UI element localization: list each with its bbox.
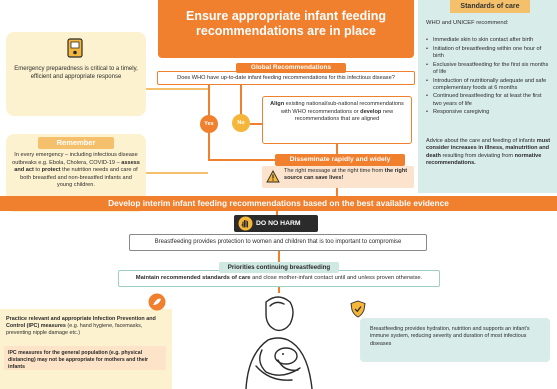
phone-book-icon [67,38,83,58]
advice-emph: normative recommendations. [426,152,542,167]
benefit-text: Breastfeeding provides hydration, nutrit… [370,326,530,347]
ipc-warning-text: IPC measures for the general population … [8,350,149,370]
connector-line [208,84,210,115]
priorities-label: Priorities continuing breastfeeding [219,262,339,273]
disseminate-emph: the right source can save lives! [284,168,408,182]
preparedness-text: Emergency preparedness is critical to a … [14,66,138,80]
develop-title: Develop interim infant feeding recommend… [108,198,449,208]
list-item: Responsive caregiving [426,109,550,116]
connector-line [278,251,280,262]
yes-node: Yes [200,115,218,133]
connector-line [336,144,338,154]
remember-text-part: to [33,167,42,173]
align-text: Align existing national/sub-national rec… [266,101,408,124]
do-no-harm-badge [234,215,318,232]
list-item: Introduction of nutritionally adequate a… [426,78,550,92]
connector-line [278,287,280,293]
list-item: Initiation of breastfeeding within one h… [426,46,550,60]
title-banner [158,0,414,58]
breastfeeding-illustration [245,296,313,389]
do-no-harm-label: DO NO HARM [256,220,301,227]
list-item: Immediate skin to skin contact after bir… [426,37,550,44]
align-box [262,96,412,144]
global-label: Global Recommendations [236,63,346,73]
protection-statement-box [129,234,427,251]
connector-line [146,88,208,90]
list-item: Exclusive breastfeeding for the first si… [426,62,550,76]
develop-banner [0,196,557,211]
hand-stop-icon [238,216,253,231]
shield-icon [350,300,366,318]
remember-label: Remember [38,137,114,149]
align-emph: Align [270,101,285,107]
remember-text-emph: protect [41,167,61,173]
benefit-panel [360,318,550,362]
list-item: Continued breastfeeding for at least the… [426,93,550,107]
standards-title: Standards of care [450,0,530,13]
advice-part: Advice about the care and feeding of inf… [426,138,537,144]
ipc-emph: Practice relevant and appropriate Infect… [6,316,156,330]
protection-statement: Breastfeeding provides protection to wom… [154,239,402,245]
remember-text-emph: assess and act [14,159,140,174]
disseminate-label: Disseminate rapidly and widely [275,154,405,166]
banner-title: Ensure appropriate infant feeding recomm… [185,9,387,38]
disseminate-part: The right message at the right time from [284,168,385,174]
standards-list: Immediate skin to skin contact after bir… [426,37,550,118]
remember-text: In every emergency – including infectiou… [12,152,140,190]
disseminate-box [262,166,414,188]
connector-line [240,84,242,114]
standards-intro: WHO and UNICEF recommend: [426,20,509,26]
priorities-part: and close mother-infant contact until an… [250,275,423,281]
align-part: existing national/sub-national recommend… [280,101,404,115]
warning-icon [266,170,280,183]
connector-line [336,188,338,196]
advice-emph: must consider increases in illness, maln… [426,138,551,159]
connector-line [146,172,208,174]
global-question: Does WHO have up-to-date infant feeding … [177,75,395,81]
connector-line [208,133,210,160]
align-part: new recommendations that are aligned [294,108,394,123]
priorities-text: Maintain recommended standards of care a… [120,274,438,283]
remember-text-part: In every emergency – including infectiou… [12,152,138,166]
connector-line [208,159,275,161]
advice-part: resulting from deviating from [440,152,515,159]
ipc-warning-box [4,346,166,370]
ipc-part: (e.g. hand hygiene, facemasks, preventin… [6,323,143,337]
priorities-emph: Maintain recommended standards of care [135,275,251,281]
align-emph: develop [360,108,382,115]
hand-wash-icon [148,293,166,311]
disseminate-text: The right message at the right time from… [284,168,410,183]
remember-text-part: the nutrition needs and care of both bre… [20,167,138,188]
no-node: No [232,114,250,132]
ipc-text: Practice relevant and appropriate Infect… [6,316,168,338]
connector-line [250,123,262,125]
connector-line [276,211,278,215]
standards-advice: Advice about the care and feeding of inf… [426,138,552,168]
